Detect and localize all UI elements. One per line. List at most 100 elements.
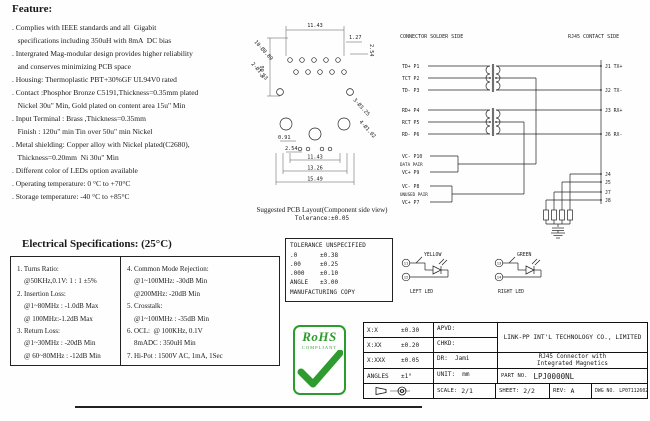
dim-width-mid: 13.26 <box>307 166 323 172</box>
tolerance-row: .0 ±0.38 <box>290 251 388 260</box>
left-led-color-label: YELLOW <box>424 252 441 258</box>
sheet-cell: SHEET: 2/2 <box>496 384 550 398</box>
feature-line: . Different color of LEDs option availab… <box>12 166 138 175</box>
feature-heading: Feature: <box>12 3 53 15</box>
jack-label-j4: J4 <box>605 172 611 178</box>
tolerance-box-footer: MANUFACTURING COPY <box>290 289 356 296</box>
product-title-line1: RJ45 Connector with <box>538 353 607 360</box>
spec-line: 2. Insertion Loss: <box>17 289 66 298</box>
dim-pitch: 1.27 <box>349 35 362 41</box>
spec-line: @1~100MHz : -35dB Min <box>127 314 209 323</box>
rohs-logo: RoHS COMPLIANT <box>293 325 346 395</box>
spec-line: 7. Hi-Pot : 1500V AC, 1mA, 1Sec <box>127 351 223 360</box>
schematic-headers: CONNECTOR SOLDER SIDE RJ45 CONTACT SIDE <box>400 34 619 40</box>
part-number-value: LPJ0000NL <box>533 371 575 381</box>
feature-line: Nickel 30u" Min, Gold plated on content … <box>12 101 186 110</box>
dim-width-inner: 11.43 <box>307 155 323 161</box>
tol-value: ±0.05 <box>401 357 420 364</box>
schematic-wires <box>428 60 602 239</box>
rev-cell: REV: A <box>550 384 592 398</box>
feature-line: . Storage temperature: -40 °C to +85°C <box>12 192 130 201</box>
feature-line: specifications including 350uH with 8mA … <box>12 36 172 45</box>
pin-label-p9: VC+ P9 <box>402 170 419 176</box>
jack-label-j3: J3 RX+ <box>605 108 622 114</box>
dim-height-left: 4.06 <box>260 66 266 79</box>
schematic-drawing: CONNECTOR SOLDER SIDE RJ45 CONTACT SIDE <box>400 34 622 239</box>
sheet-value: 2/2 <box>523 387 535 395</box>
callout-pin-holes: 10-Ø0.89 <box>253 39 275 62</box>
feature-line: and conserves minimizing PCB space <box>12 62 131 71</box>
tol-label: X:XXX <box>367 357 386 364</box>
tol-value: ±0.20 <box>401 341 420 349</box>
dr-cell: DR: Jami <box>434 353 498 369</box>
dim-row-pitch: 2.54 <box>368 44 374 57</box>
feature-line: . Metal shielding: Copper alloy with Nic… <box>12 140 190 149</box>
tolerance-row: ANGLE ±3.00 <box>290 278 388 287</box>
tol-value: ±1° <box>401 372 412 380</box>
dwg-label: DWG NO. <box>595 388 616 394</box>
unit-cell: UNIT: mm <box>434 369 498 384</box>
label-data-pair: DATA PAIR <box>400 162 423 167</box>
spec-line: @ 60~80MHz : -12dB Min <box>17 351 101 360</box>
schematic-right-header: RJ45 CONTACT SIDE <box>568 34 619 40</box>
pin-label-p1: TD+ P1 <box>402 64 419 70</box>
tolerance-value: ±3.00 <box>320 279 339 286</box>
feature-line: Thickness=0.20mm Ni 30u" Min <box>12 153 119 162</box>
spec-line: 8mADC : 350uH Min <box>127 339 196 348</box>
pcb-caption-title: Suggested PCB Layout(Component side view… <box>256 206 388 214</box>
right-led-pin-a: 13 <box>497 261 502 266</box>
dwg-value: LP07112602 <box>619 388 647 394</box>
pcb-holes <box>276 57 354 152</box>
part-number-label: PART NO. <box>501 373 528 379</box>
pin-label-p2: TCT P2 <box>402 76 419 82</box>
tolerance-xx-cell: X:X ±0.30 <box>364 323 434 338</box>
tol-label: X:XX <box>367 341 382 349</box>
dim-width-outer: 15.49 <box>307 177 323 183</box>
jack-label-j7: J7 <box>605 190 611 196</box>
feature-line: . Operating temperature: 0 °C to +70°C <box>12 179 131 188</box>
callout-led-holes: 4-Ø1.02 <box>358 119 378 140</box>
scale-value: 2/1 <box>461 387 473 395</box>
tolerance-box: TOLERANCE UNSPECIFIED .0 ±0.38 .00 ±0.25… <box>285 238 393 302</box>
pcb-caption: Suggested PCB Layout(Component side view… <box>238 206 406 222</box>
tolerance-value: ±0.25 <box>320 261 339 268</box>
scale-cell: SCALE: 2/1 <box>434 384 496 398</box>
jack-label-j6: J6 RX- <box>605 132 622 138</box>
spec-line: 6. OCL: @ 100KHz, 0.1V <box>127 327 203 336</box>
tolerance-row: .00 ±0.25 <box>290 260 388 269</box>
tolerance-label: .0 <box>290 252 298 259</box>
left-led-pin-b: 12 <box>404 275 409 280</box>
electrical-col2: 4. Common Mode Rejection: @1~100MHz: -30… <box>121 257 279 365</box>
callout-shield-holes: 3-Ø3.25 <box>352 97 372 118</box>
right-led-caption: RIGHT LED <box>498 289 524 295</box>
jack-label-j1: J1 TX+ <box>605 64 622 70</box>
schematic-pin-labels: TD+ P1 TCT P2 TD- P3 RD+ P4 RCT P5 RD- P… <box>400 64 622 206</box>
sheet-label: SHEET: <box>499 388 520 394</box>
pin-label-p8: VC- P8 <box>402 184 419 190</box>
scale-label: SCALE: <box>437 388 458 394</box>
product-title-line2: Integrated Magnetics <box>537 360 608 367</box>
pin-label-p4: RD+ P4 <box>402 108 419 114</box>
pin-label-p6: RD- P6 <box>402 132 419 138</box>
right-led-symbol <box>494 256 542 282</box>
left-led-symbol <box>401 256 449 282</box>
spec-line: @50KHz,0.1V: 1 : 1 ±5% <box>17 277 97 286</box>
title-block: X:X ±0.30 APVD: LINK-PP INT'L TECHNOLOGY… <box>363 322 648 399</box>
part-number-cell: PART NO. LPJ0000NL <box>498 369 647 384</box>
label-unused-pair: UNUSED PAIR <box>400 192 428 197</box>
spec-line: 5. Crosstalk: <box>127 302 163 311</box>
feature-line: Finish : 120u" min Tin over 50u" min Nic… <box>12 127 153 136</box>
pin-label-p5: RCT P5 <box>402 120 419 126</box>
spec-line: @200MHz: -20dB Min <box>127 289 200 298</box>
tolerance-value: ±0.38 <box>320 252 339 259</box>
spec-line: 3. Return Loss: <box>17 327 60 336</box>
projection-symbol-icon <box>375 386 410 396</box>
jack-label-j8: J8 <box>605 198 611 204</box>
left-led-pin-a: 11 <box>404 261 409 266</box>
tolerance-label: .000 <box>290 270 305 277</box>
led-drawings: YELLOW GREEN 11 12 13 14 LEFT LED RIGHT … <box>401 252 542 295</box>
pcb-caption-tolerance: Tolerance:±0.05 <box>294 215 350 222</box>
rohs-title: RoHS <box>302 329 337 344</box>
rev-label: REV: <box>553 388 567 394</box>
